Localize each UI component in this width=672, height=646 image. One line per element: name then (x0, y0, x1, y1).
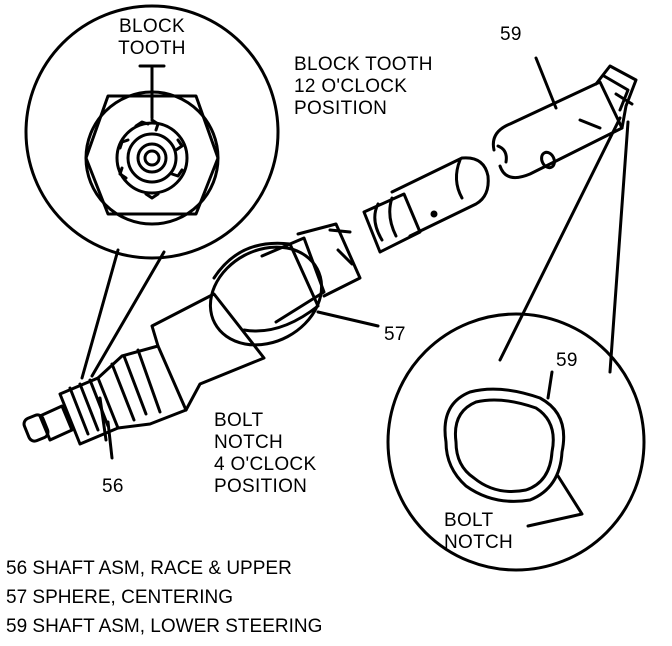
block-tooth-note: BLOCK TOOTH 12 O'CLOCK POSITION (294, 54, 433, 120)
detail-bolt-notch-line-1: BOLT (444, 510, 494, 531)
intermediate-tube (362, 156, 490, 254)
detail-title-block: BLOCK TOOTH (112, 16, 192, 60)
legend-item-57: 57 SPHERE, CENTERING (6, 587, 233, 608)
bolt-notch-note: BOLT NOTCH 4 O'CLOCK POSITION (214, 410, 316, 498)
ref-59-top: 59 (500, 24, 522, 45)
detail-bolt-notch-label: BOLT NOTCH (444, 510, 513, 554)
ref-56: 56 (102, 476, 124, 497)
ref-59-detail: 59 (556, 350, 578, 371)
bolt-notch-detail-view (386, 312, 646, 572)
block-tooth-note-line-1: BLOCK TOOTH (294, 54, 433, 75)
block-tooth-note-line-3: POSITION (294, 98, 388, 119)
block-tooth-note-line-2: 12 O'CLOCK (294, 76, 408, 97)
bolt-notch-note-line-1: BOLT (214, 410, 264, 431)
bolt-notch-note-line-2: NOTCH (214, 432, 284, 453)
ref-57: 57 (384, 324, 406, 345)
detail-title-line-2: TOOTH (118, 38, 186, 59)
lower-steering-shaft-59 (491, 56, 638, 180)
centering-sphere-57 (208, 222, 380, 347)
bolt-notch-note-line-3: 4 O'CLOCK (214, 454, 317, 475)
legend-item-56: 56 SHAFT ASM, RACE & UPPER (6, 558, 292, 579)
detail-bolt-notch-line-2: NOTCH (444, 532, 514, 553)
upper-shaft-56 (22, 292, 266, 446)
legend-item-59: 59 SHAFT ASM, LOWER STEERING (6, 616, 323, 637)
detail-title-line-1: BLOCK (119, 16, 185, 37)
block-tooth-detail-view (24, 4, 280, 260)
bolt-notch-note-line-4: POSITION (214, 476, 308, 497)
